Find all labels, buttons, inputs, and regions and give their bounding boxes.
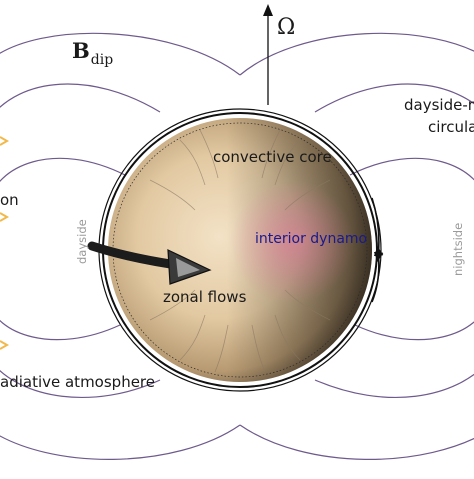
circulation-arrows — [371, 197, 384, 303]
rotation-axis — [263, 4, 273, 105]
dayside-circulation-label-2: circula — [428, 118, 474, 136]
dayside-label: dayside — [75, 219, 89, 264]
zonal-flow-arrow — [87, 241, 212, 285]
nightside-label: nightside — [451, 223, 465, 276]
convection-streaks — [149, 129, 331, 373]
omega-label: Ω — [277, 15, 295, 40]
dynamo-glow — [230, 180, 354, 304]
dipole-field-lines — [0, 32, 474, 460]
convective-core-boundary — [112, 122, 368, 378]
convective-core-label: convective core — [213, 148, 332, 166]
radiative-atmosphere-label: adiative atmosphere — [0, 373, 155, 391]
zonal-flows-label: zonal flows — [163, 288, 247, 306]
dayside-circulation-label-1: dayside-n — [404, 96, 474, 114]
planet-body — [108, 118, 372, 382]
b-dip-label: Bdip — [72, 38, 113, 68]
interior-dynamo-label: interior dynamo — [255, 231, 367, 247]
irradiation-arrows — [0, 136, 10, 350]
left-partial-label: on — [0, 191, 19, 209]
